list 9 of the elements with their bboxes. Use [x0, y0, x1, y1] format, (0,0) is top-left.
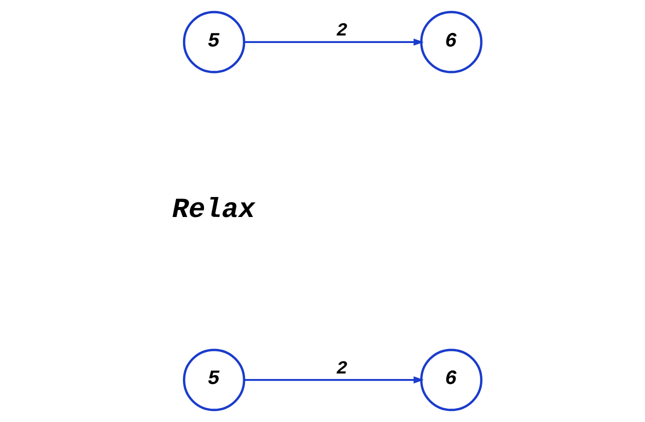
node-circle: 5	[182, 348, 245, 412]
node-circle: 6	[420, 348, 482, 412]
edge-label: 2	[336, 20, 347, 42]
edge-label: 2	[336, 358, 347, 380]
node-circle: 5	[182, 10, 245, 74]
arrow	[244, 376, 424, 384]
node-circle: 6	[420, 10, 482, 74]
arrow	[244, 38, 424, 46]
label: Relax	[172, 195, 255, 226]
